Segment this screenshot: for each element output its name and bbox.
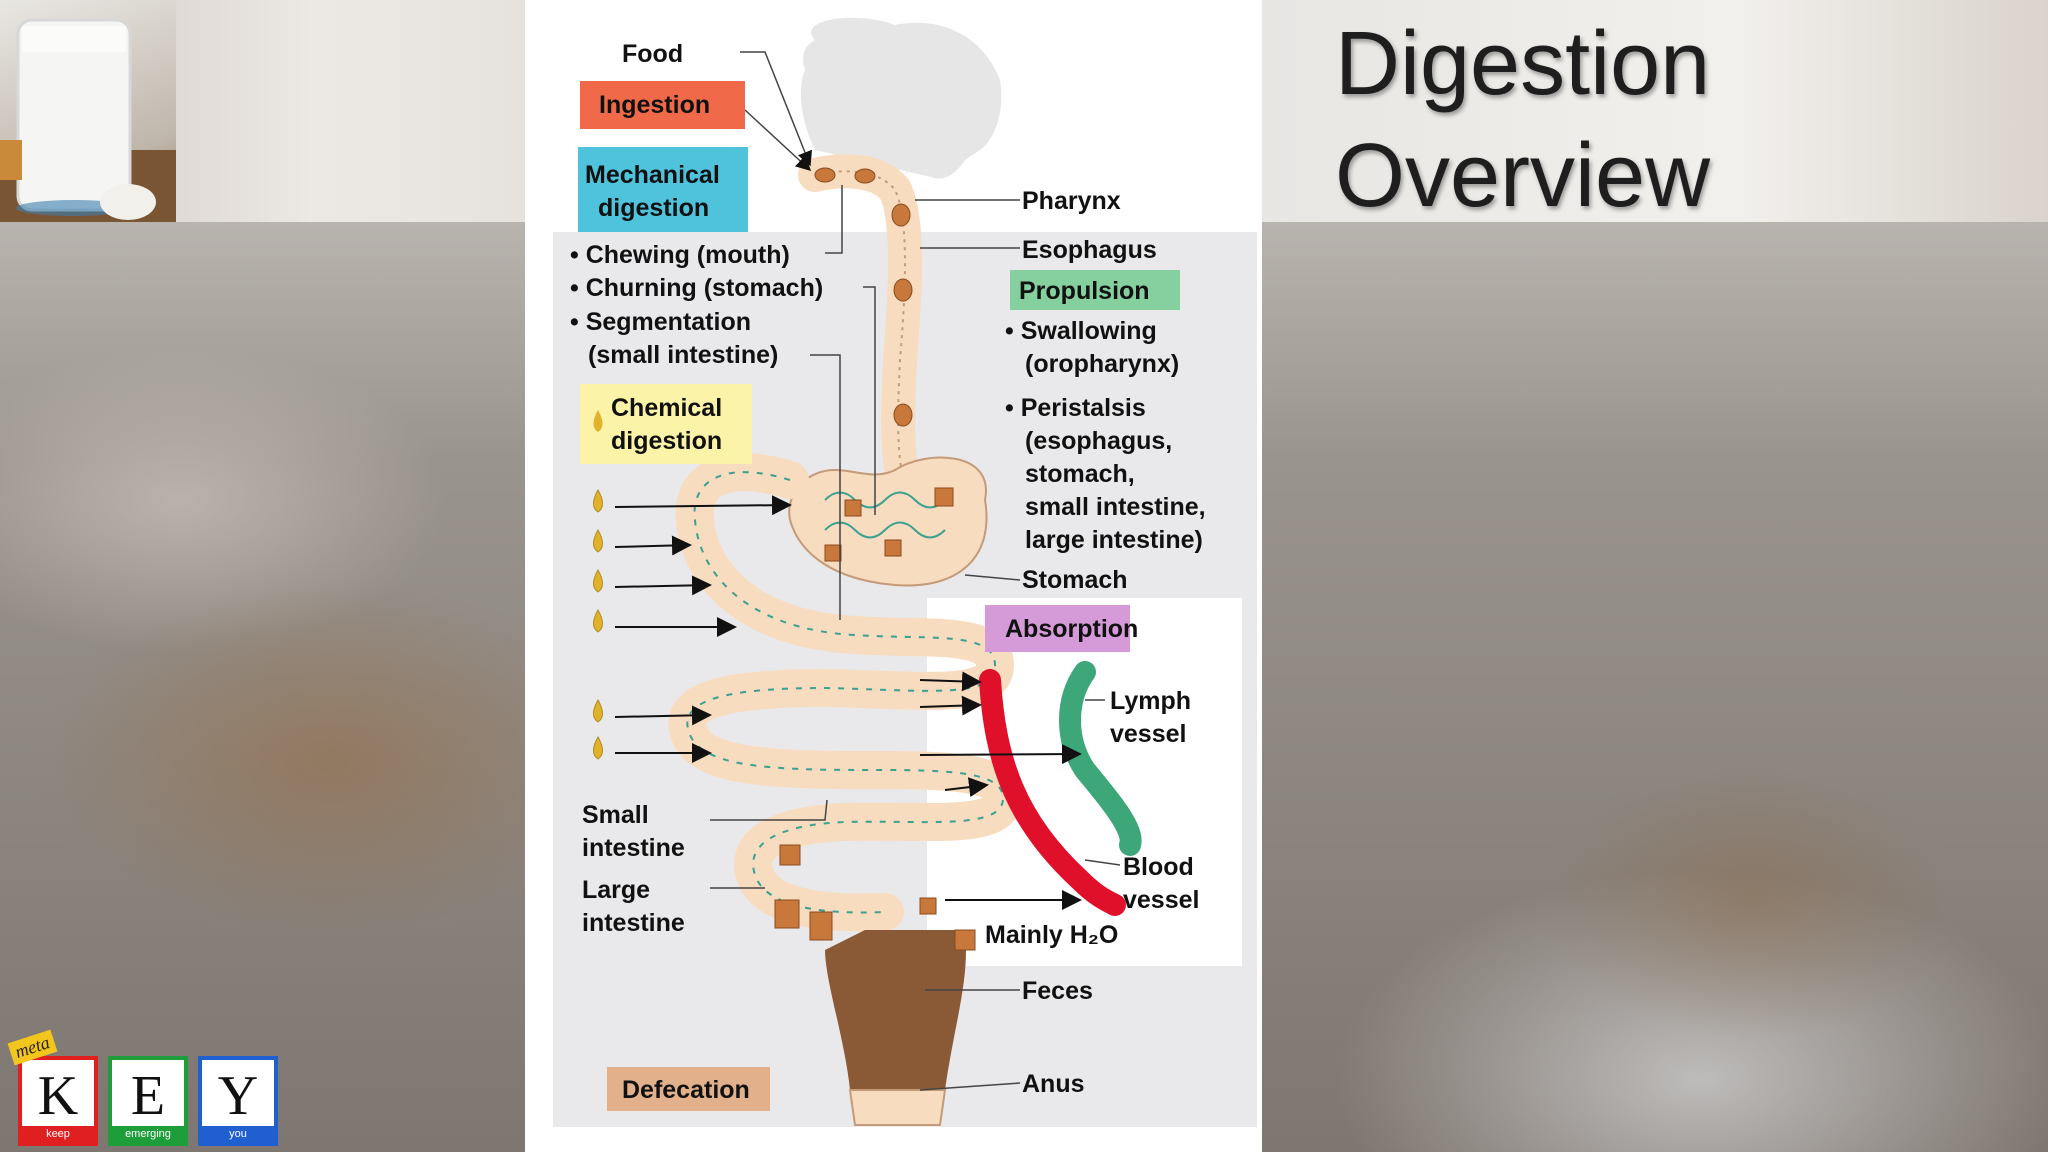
label-chemical-1: Chemical — [611, 394, 722, 422]
label-ingestion: Ingestion — [599, 91, 710, 119]
logo-letter-k: K — [37, 1065, 79, 1127]
label-lymph-1: Lymph — [1110, 687, 1191, 715]
anus-canal — [848, 1089, 947, 1126]
label-propulsion: Propulsion — [1019, 277, 1150, 305]
prop-item-6: small intestine, — [1025, 493, 1206, 521]
absorption-arrows — [919, 671, 1082, 910]
label-pharynx: Pharynx — [1022, 187, 1121, 215]
label-absorption: Absorption — [1005, 615, 1138, 643]
mech-item-segmentation: • Segmentation — [570, 308, 751, 336]
milk-glass-thumbnail — [0, 0, 176, 222]
mech-item-chewing: • Chewing (mouth) — [570, 241, 790, 269]
label-esophagus: Esophagus — [1022, 236, 1157, 264]
digestion-diagram: Food Ingestion Mechanical digestion • Ch… — [553, 17, 1257, 1127]
label-mechanical-1: Mechanical — [585, 161, 720, 189]
mechanical-digestion-box — [578, 147, 748, 232]
chemical-digestion-box — [580, 384, 752, 464]
label-food: Food — [622, 40, 683, 68]
logo-tile-k: K keep — [18, 1056, 98, 1146]
blood-vessel — [979, 669, 1126, 916]
defecation-box — [607, 1067, 770, 1111]
ingestion-box — [580, 81, 745, 129]
label-lymph-2: vessel — [1110, 720, 1186, 748]
prop-item-1: • Swallowing — [1005, 317, 1157, 345]
stomach-mixing-arrows — [824, 491, 946, 539]
prop-item-2: (oropharynx) — [1025, 350, 1179, 378]
top-banner-right — [1262, 0, 2048, 222]
prop-item-3: • Peristalsis — [1005, 394, 1146, 422]
mech-item-segmentation-2: (small intestine) — [588, 341, 778, 369]
label-anus: Anus — [1022, 1070, 1085, 1098]
label-feces: Feces — [1022, 977, 1093, 1005]
digestion-diagram-panel: Food Ingestion Mechanical digestion • Ch… — [525, 0, 1262, 1152]
logo-word-keep: keep — [22, 1126, 94, 1142]
chemical-drop-icon — [593, 410, 603, 432]
label-large-1: Large — [582, 876, 650, 904]
head-silhouette — [800, 17, 1002, 179]
logo-word-emerging: emerging — [112, 1126, 184, 1142]
slide-title-line1: Digestion — [1335, 14, 1711, 114]
label-blood-1: Blood — [1123, 853, 1194, 881]
logo-letter-y: Y — [217, 1065, 259, 1127]
prop-item-7: large intestine) — [1025, 526, 1203, 554]
label-water: Mainly H₂O — [985, 921, 1118, 949]
logo-letter-e: E — [130, 1065, 166, 1127]
label-large-2: intestine — [582, 909, 685, 937]
propulsion-box — [1010, 270, 1180, 310]
label-blood-2: vessel — [1123, 886, 1199, 914]
food-particles — [774, 167, 976, 951]
mech-item-churning: • Churning (stomach) — [570, 274, 823, 302]
prop-item-4: (esophagus, — [1025, 427, 1172, 455]
label-defecation: Defecation — [622, 1076, 750, 1104]
label-chemical-2: digestion — [611, 427, 722, 455]
logo-tile-e: E emerging — [108, 1056, 188, 1146]
logo-tile-y: Y you — [198, 1056, 278, 1146]
large-intestine-rectum — [825, 930, 966, 1090]
enzyme-drops — [593, 408, 603, 760]
prop-item-5: stomach, — [1025, 460, 1135, 488]
label-small-1: Small — [582, 801, 649, 829]
label-stomach: Stomach — [1022, 566, 1128, 594]
label-mechanical-2: digestion — [598, 194, 709, 222]
label-small-2: intestine — [582, 834, 685, 862]
peristalsis-waves — [686, 471, 1005, 914]
logo-word-you: you — [202, 1126, 274, 1142]
chemical-arrows — [614, 495, 792, 763]
leader-lines — [710, 51, 1121, 1091]
absorption-box — [985, 605, 1130, 652]
slide-title: Digestion Overview — [1335, 8, 1710, 232]
slide-title-line2: Overview — [1335, 126, 1711, 226]
lymph-vessel — [1059, 661, 1142, 856]
meta-key-logo: K keep E emerging Y you meta — [7, 1029, 284, 1146]
